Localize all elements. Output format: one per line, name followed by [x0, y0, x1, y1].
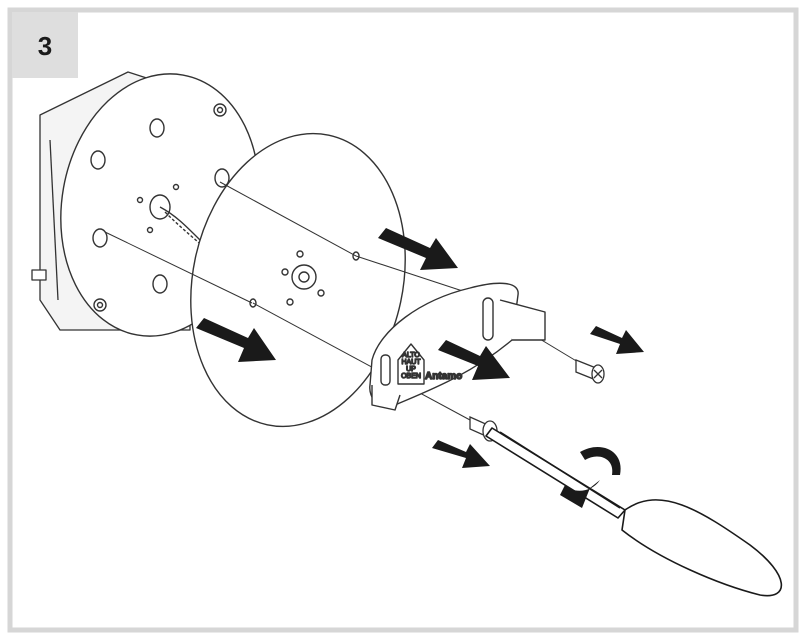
plate-label-4: OBEN [401, 373, 421, 380]
brand-logo: Antamo [425, 371, 462, 382]
step-badge: 3 [12, 12, 78, 78]
plate-label-2: HAUT [401, 359, 421, 366]
plate-label-3: UP [406, 366, 416, 373]
screwdriver-icon [485, 427, 783, 597]
step-number: 3 [38, 31, 52, 61]
rotate-arrow-icon [560, 446, 621, 508]
alignment-lines [104, 181, 589, 421]
screw-icon [575, 359, 605, 384]
plate-label-1: ALTO [402, 352, 420, 359]
direction-arrow-icon [196, 228, 644, 468]
